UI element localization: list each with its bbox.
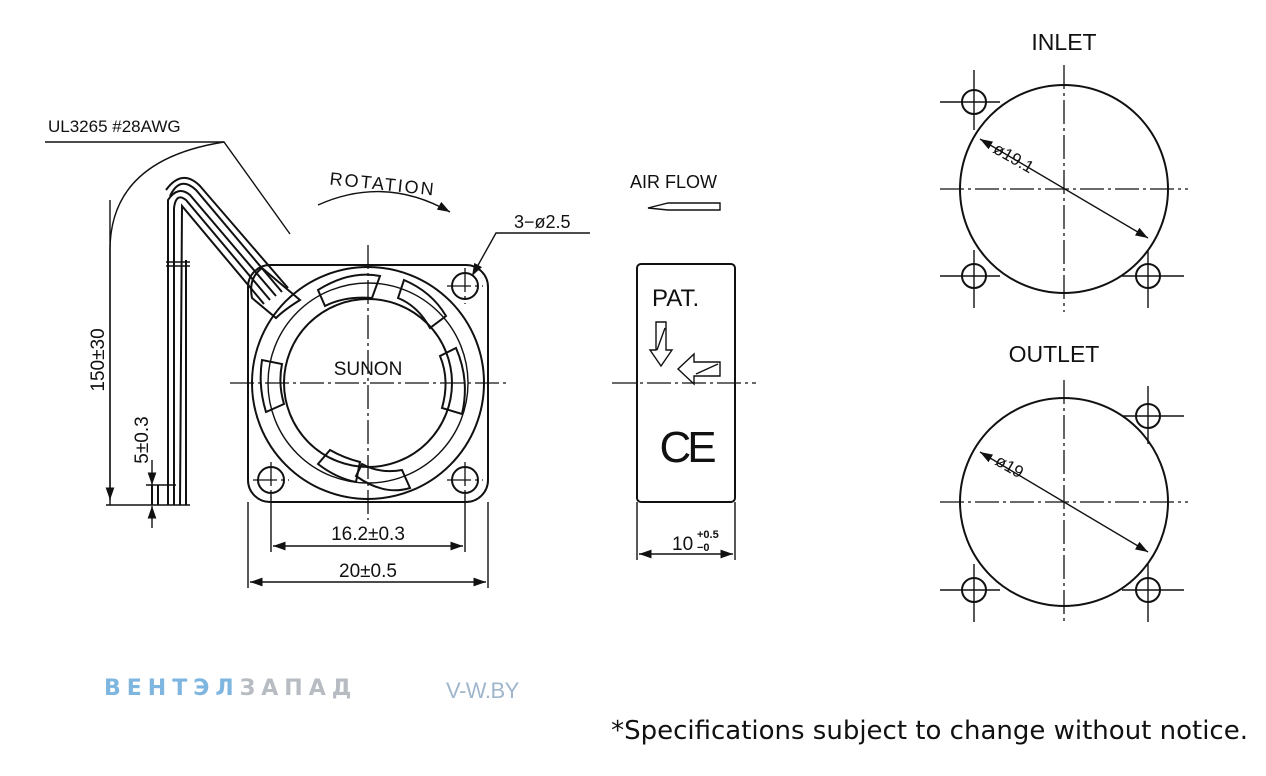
airflow-label: AIR FLOW xyxy=(630,172,717,192)
down-arrow-symbol xyxy=(648,321,674,368)
strip-length-label: 5±0.3 xyxy=(132,416,153,463)
outlet-label: OUTLET xyxy=(1009,341,1100,367)
brand-part-2: ЗАПАД xyxy=(239,676,358,701)
hole-leader xyxy=(471,232,590,277)
left-arrow-symbol xyxy=(676,352,721,386)
ce-mark: CE xyxy=(659,423,715,472)
front-view: SUNON UL3265 #28AWG 150±30 5±0.3 ROTATIO… xyxy=(45,117,590,588)
inlet-dia-dim xyxy=(979,138,1149,239)
thickness-label: 10 xyxy=(672,534,693,555)
watermark-site: V-W.BY xyxy=(446,678,519,703)
thickness-tol-minus: −0 xyxy=(697,542,710,554)
outlet-dia-dim xyxy=(979,451,1149,553)
pat-label: PAT. xyxy=(652,285,699,312)
rotation-arrow xyxy=(317,190,451,213)
rotation-label: ROTATION xyxy=(329,169,437,200)
airflow-arrow xyxy=(647,202,721,211)
brand-part-1: ВЕНТЭЛ xyxy=(104,676,240,701)
fan-brand-label: SUNON xyxy=(334,359,403,380)
inlet-label: INLET xyxy=(1031,29,1096,55)
inlet-holes xyxy=(940,70,1184,308)
fan-blades xyxy=(259,273,466,492)
outlet-view: OUTLET ø19 xyxy=(940,341,1188,622)
thickness-tol-plus: +0.5 xyxy=(697,529,719,541)
watermark-brand: ВЕНТЭЛЗАПАД xyxy=(104,676,357,701)
mounting-holes xyxy=(253,268,483,498)
outlet-holes xyxy=(940,386,1184,622)
lead-wires xyxy=(151,177,289,506)
hole-pitch-label: 16.2±0.3 xyxy=(331,524,405,545)
wire-notch xyxy=(250,266,302,320)
inlet-dia-label: ø19.1 xyxy=(990,139,1037,177)
wire-length-label: 150±30 xyxy=(88,328,109,391)
inlet-view: INLET ø19.1 xyxy=(940,29,1188,312)
hole-label: 3−ø2.5 xyxy=(514,212,571,232)
shroud-inner xyxy=(267,282,469,484)
frame-size-label: 20±0.5 xyxy=(339,561,397,582)
wire-label: UL3265 #28AWG xyxy=(48,117,181,136)
side-view: AIR FLOW PAT. CE 10 +0.5 −0 xyxy=(612,172,756,560)
spec-note: *Specifications subject to change withou… xyxy=(611,716,1248,746)
